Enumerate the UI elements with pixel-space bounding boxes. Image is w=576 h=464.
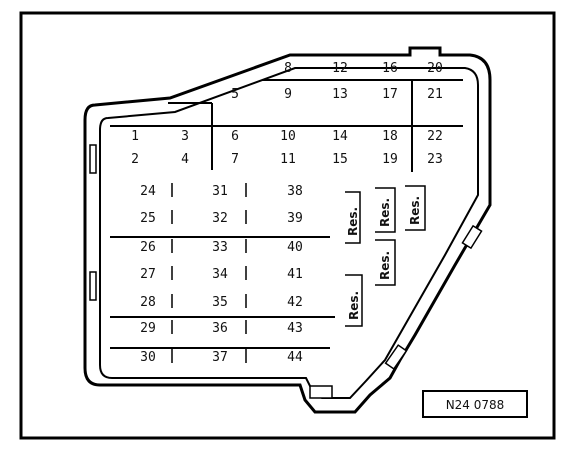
clip-right-upper — [461, 224, 483, 250]
reserved-slot-4 — [375, 239, 396, 286]
fuse-label: 5 — [231, 87, 239, 102]
fuse-label: 30 — [140, 350, 156, 365]
reserved-slot-3 — [405, 185, 426, 231]
fuse-label: 21 — [427, 87, 443, 102]
fuse-label: 27 — [140, 267, 156, 282]
fuse-label: 28 — [140, 295, 156, 310]
reserved-slot-1 — [345, 191, 361, 244]
fuse-label: 34 — [212, 267, 228, 282]
fuse-label: 19 — [382, 152, 398, 167]
fuse-label: 32 — [212, 211, 228, 226]
fuse-label: 39 — [287, 211, 303, 226]
clip-left-lower — [89, 271, 97, 301]
fuse-label: 26 — [140, 240, 156, 255]
fuse-label: 6 — [231, 129, 239, 144]
fuse-label: 3 — [181, 129, 189, 144]
reserved-label-4: Res. — [378, 251, 392, 280]
clip-bottom — [309, 385, 333, 399]
fuse-label: 15 — [332, 152, 348, 167]
fuse-label: 23 — [427, 152, 443, 167]
fuse-label: 10 — [280, 129, 296, 144]
fuse-label: 35 — [212, 295, 228, 310]
fuse-label: 2 — [131, 152, 139, 167]
fuse-label: 9 — [284, 87, 292, 102]
clip-left-upper — [89, 144, 97, 174]
fuse-label: 41 — [287, 267, 303, 282]
housing-outline-outer — [83, 46, 492, 414]
fuse-label: 17 — [382, 87, 398, 102]
housing-outline-inner — [99, 67, 479, 399]
reference-code: N24 0788 — [446, 398, 505, 412]
fuse-label: 37 — [212, 350, 228, 365]
clip-right-lower — [384, 344, 408, 370]
fuse-label: 18 — [382, 129, 398, 144]
fuse-label: 11 — [280, 152, 296, 167]
reserved-label-3: Res. — [408, 196, 422, 225]
fuse-label: 44 — [287, 350, 303, 365]
fuse-label: 7 — [231, 152, 239, 167]
outer-frame — [19, 11, 556, 440]
fuse-label: 40 — [287, 240, 303, 255]
fuse-label: 25 — [140, 211, 156, 226]
reserved-label-2: Res. — [378, 198, 392, 227]
fuse-label: 20 — [427, 61, 443, 76]
fuse-label: 8 — [284, 61, 292, 76]
fuse-label: 31 — [212, 184, 228, 199]
fuse-label: 1 — [131, 129, 139, 144]
fuse-label: 43 — [287, 321, 303, 336]
fuse-label: 14 — [332, 129, 348, 144]
fuse-label: 38 — [287, 184, 303, 199]
fuse-label: 4 — [181, 152, 189, 167]
reserved-slot-2 — [375, 187, 396, 233]
fuse-label: 29 — [140, 321, 156, 336]
reserved-label-1: Res. — [346, 207, 360, 236]
fuse-label: 12 — [332, 61, 348, 76]
fuse-label: 42 — [287, 295, 303, 310]
fuse-label: 24 — [140, 184, 156, 199]
reserved-label-5: Res. — [347, 291, 361, 320]
fuse-label: 33 — [212, 240, 228, 255]
fuse-label: 36 — [212, 321, 228, 336]
fuse-label: 13 — [332, 87, 348, 102]
fuse-label: 22 — [427, 129, 443, 144]
reference-box — [422, 390, 528, 418]
reserved-slot-5 — [345, 274, 363, 327]
fuse-label: 16 — [382, 61, 398, 76]
